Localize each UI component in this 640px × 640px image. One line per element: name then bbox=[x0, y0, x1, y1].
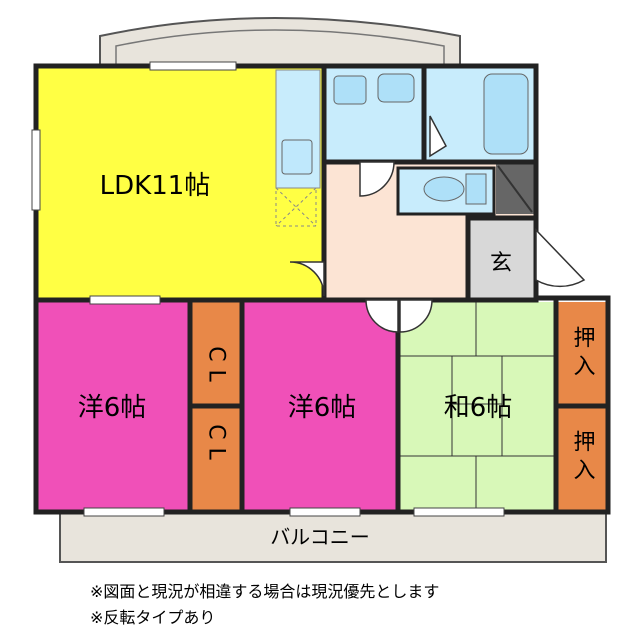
western-room-1-label: 洋6帖 bbox=[78, 393, 147, 423]
oshiire-1 bbox=[558, 302, 606, 404]
refrigerator-space bbox=[275, 187, 317, 227]
genkan-area bbox=[468, 218, 534, 298]
ldk-label: LDK11帖 bbox=[100, 171, 211, 201]
kitchen-sink bbox=[281, 139, 313, 175]
bathtub-icon bbox=[483, 73, 529, 155]
oshiire-2-label: 押入 bbox=[570, 430, 596, 486]
closet-2 bbox=[192, 408, 240, 510]
note-line-2: ※反転タイプあり bbox=[90, 608, 216, 627]
note-line-1: ※図面と現況が相違する場合は現況優先とします bbox=[90, 582, 440, 601]
closet-1-label: CL bbox=[204, 346, 229, 390]
western-room-2-label: 洋6帖 bbox=[288, 393, 357, 423]
closet-2-label: CL bbox=[204, 424, 229, 468]
oshiire-2 bbox=[558, 408, 606, 510]
balcony bbox=[59, 509, 607, 563]
western-room-2 bbox=[244, 302, 396, 510]
washing-machine-icon bbox=[377, 73, 415, 103]
wash-basin-icon bbox=[333, 75, 367, 105]
oshiire-1-label: 押入 bbox=[570, 326, 596, 382]
entrance-label: 玄 bbox=[490, 251, 512, 276]
balcony-label: バルコニー bbox=[270, 525, 370, 549]
closet-1 bbox=[192, 302, 240, 404]
top-bay-balcony bbox=[99, 17, 461, 67]
toilet-icon bbox=[465, 173, 487, 205]
japanese-room-label: 和6帖 bbox=[444, 393, 513, 423]
door-swings bbox=[289, 115, 586, 333]
japanese-room bbox=[400, 302, 554, 510]
western-room-1 bbox=[36, 302, 188, 510]
windows bbox=[31, 61, 505, 517]
tatami-lines bbox=[400, 302, 554, 510]
